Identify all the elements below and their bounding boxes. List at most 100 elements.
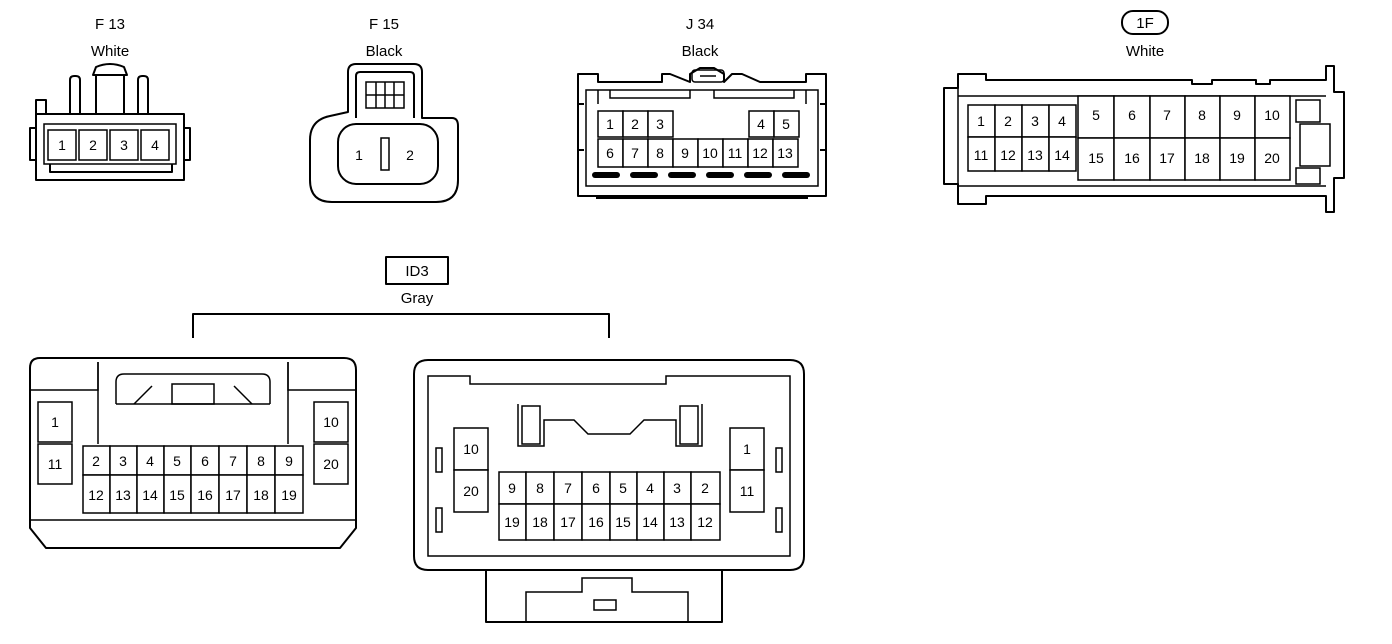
- svg-text:4: 4: [151, 137, 159, 153]
- svg-text:20: 20: [463, 483, 479, 499]
- id3-female-pin: 2: [690, 471, 721, 505]
- connector-j34: J 34 Black 1 2 3 4 5 6 7 8 9 10 11 12 13: [577, 16, 827, 199]
- j34-housing: [577, 67, 827, 199]
- j34-pin: 3: [647, 110, 674, 138]
- id3-male-pin: 2: [82, 445, 111, 476]
- svg-text:14: 14: [1054, 147, 1070, 163]
- svg-text:19: 19: [281, 487, 297, 503]
- f15-pin: 1: [355, 147, 363, 163]
- svg-text:5: 5: [173, 453, 181, 469]
- id3-male-pin: 15: [163, 474, 192, 514]
- j34-color: Black: [682, 43, 719, 60]
- svg-text:12: 12: [752, 145, 768, 161]
- svg-text:1: 1: [58, 137, 66, 153]
- svg-text:17: 17: [1159, 150, 1175, 166]
- svg-text:20: 20: [323, 456, 339, 472]
- svg-text:12: 12: [1000, 147, 1016, 163]
- svg-text:15: 15: [169, 487, 185, 503]
- 1f-pin: 17: [1149, 137, 1186, 181]
- svg-text:13: 13: [1027, 147, 1043, 163]
- 1f-pin: 9: [1219, 95, 1256, 139]
- 1f-pin: 4: [1048, 104, 1077, 138]
- id3-female-pin: 17: [553, 503, 583, 541]
- id3-female-pin: 13: [663, 503, 692, 541]
- j34-pin: 12: [747, 138, 774, 168]
- svg-text:8: 8: [1198, 107, 1206, 123]
- id3-male-pin: 8: [246, 445, 276, 476]
- f13-housing: [29, 63, 191, 181]
- id3-pair-bracket: [192, 313, 610, 338]
- id3-male-pin: 7: [218, 445, 248, 476]
- svg-text:1: 1: [743, 441, 751, 457]
- svg-text:18: 18: [532, 514, 548, 530]
- svg-text:5: 5: [619, 480, 627, 496]
- j34-pin: 2: [622, 110, 649, 138]
- svg-text:5: 5: [782, 116, 790, 132]
- svg-text:12: 12: [697, 514, 713, 530]
- svg-text:10: 10: [702, 145, 718, 161]
- j34-pin: 1: [597, 110, 624, 138]
- 1f-code-badge: [1121, 10, 1169, 35]
- svg-text:6: 6: [1128, 107, 1136, 123]
- id3-male-pin: 1: [37, 401, 73, 443]
- svg-text:1: 1: [51, 414, 59, 430]
- id3-code: ID3: [405, 263, 428, 280]
- f13-pins: 1 2 3 4: [47, 129, 170, 161]
- svg-text:20: 20: [1264, 150, 1280, 166]
- svg-text:11: 11: [740, 483, 755, 499]
- 1f-color: White: [1126, 43, 1164, 60]
- svg-text:6: 6: [201, 453, 209, 469]
- j34-pin: 11: [722, 138, 749, 168]
- id3-male-pin: 10: [313, 401, 349, 443]
- svg-text:14: 14: [142, 487, 158, 503]
- id3-male-pin: 17: [218, 474, 248, 514]
- id3-male-pin: 3: [109, 445, 138, 476]
- svg-text:4: 4: [646, 480, 654, 496]
- svg-text:2: 2: [701, 480, 709, 496]
- svg-text:7: 7: [631, 145, 639, 161]
- id3-female-pin: 7: [553, 471, 583, 505]
- svg-text:19: 19: [1229, 150, 1245, 166]
- id3-color: Gray: [401, 290, 434, 307]
- id3-female-pin: 4: [636, 471, 665, 505]
- id3-female-pin: 12: [690, 503, 721, 541]
- svg-text:2: 2: [1004, 113, 1012, 129]
- svg-text:13: 13: [669, 514, 685, 530]
- 1f-pin: 18: [1184, 137, 1221, 181]
- svg-text:9: 9: [508, 480, 516, 496]
- svg-text:10: 10: [463, 441, 479, 457]
- 1f-pin: 14: [1048, 136, 1077, 172]
- id3-female-pin: 19: [498, 503, 527, 541]
- svg-text:10: 10: [1264, 107, 1280, 123]
- id3-male-pin: 18: [246, 474, 276, 514]
- f13-color: White: [91, 43, 129, 60]
- id3-male-pin: 4: [136, 445, 165, 476]
- 1f-pin: 16: [1113, 137, 1151, 181]
- id3-code-box: [385, 256, 449, 285]
- j34-pin: 10: [697, 138, 724, 168]
- svg-text:6: 6: [606, 145, 614, 161]
- svg-text:9: 9: [285, 453, 293, 469]
- svg-text:3: 3: [120, 137, 128, 153]
- svg-text:11: 11: [48, 456, 63, 472]
- f15-housing: 1 2: [309, 63, 459, 203]
- svg-text:4: 4: [1058, 113, 1066, 129]
- svg-text:18: 18: [253, 487, 269, 503]
- svg-text:3: 3: [119, 453, 127, 469]
- id3-female-pin: 16: [581, 503, 611, 541]
- svg-text:5: 5: [1092, 107, 1100, 123]
- 1f-pin: 1: [967, 104, 996, 138]
- id3-male-pin: 11: [37, 443, 73, 485]
- svg-text:1: 1: [606, 116, 614, 132]
- svg-text:8: 8: [536, 480, 544, 496]
- svg-text:2: 2: [89, 137, 97, 153]
- j34-pin: 13: [772, 138, 799, 168]
- 1f-pin: 5: [1077, 95, 1115, 139]
- id3-female-pin: 11: [729, 469, 765, 513]
- id3-female-pin: 5: [609, 471, 638, 505]
- connector-1f: 1F White 1 2 3 4 11 12 13 14 5 6 7 8 9 1…: [943, 10, 1345, 213]
- j34-latch-slots: [592, 172, 810, 178]
- id3-female-pin: 3: [663, 471, 692, 505]
- svg-text:15: 15: [615, 514, 631, 530]
- svg-text:10: 10: [323, 414, 339, 430]
